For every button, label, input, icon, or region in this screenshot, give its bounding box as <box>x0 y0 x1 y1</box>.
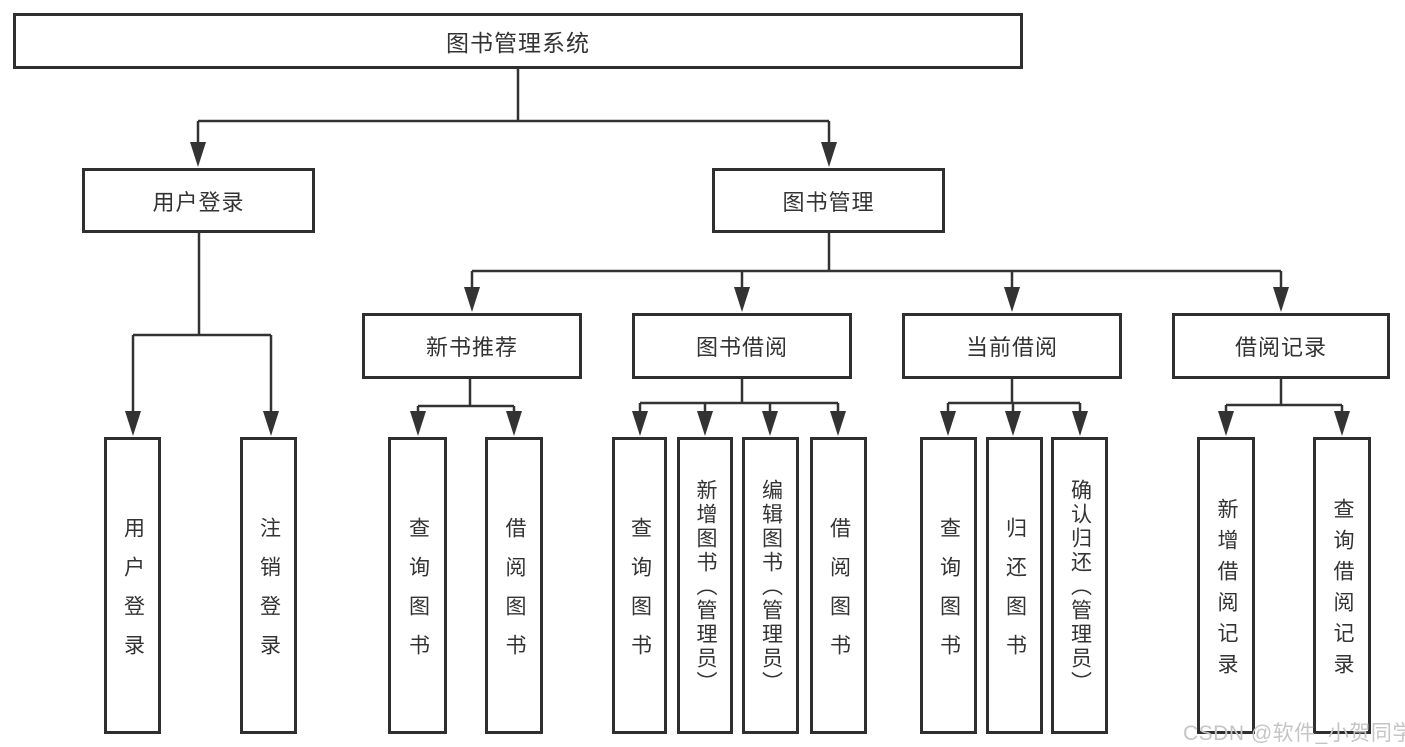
leaf-user-login-label: 用户登录 <box>121 516 145 673</box>
leaf-logout: 注销登录 <box>240 437 297 734</box>
leaf-borrowing-query-books: 查询图书 <box>612 437 667 734</box>
leaf-confirm-return-admin: 确认归还（管理员） <box>1051 437 1108 734</box>
node-book-management: 图书管理 <box>712 168 945 233</box>
leaf-query-borrow-record: 查询借阅记录 <box>1313 437 1371 734</box>
leaf-recommend-borrow-books-label: 借阅图书 <box>503 516 526 673</box>
leaf-borrowing-borrow-books: 借阅图书 <box>810 437 867 734</box>
leaf-user-login: 用户登录 <box>104 437 161 734</box>
leaf-recommend-query-books: 查询图书 <box>388 437 447 734</box>
leaf-add-borrow-record: 新增借阅记录 <box>1197 437 1255 734</box>
leaf-edit-books-admin-label: 编辑图书（管理员） <box>759 479 783 695</box>
leaf-query-borrow-record-label: 查询借阅记录 <box>1331 497 1354 684</box>
leaf-current-query-books-label: 查询图书 <box>937 516 961 673</box>
leaf-edit-books-admin: 编辑图书（管理员） <box>742 437 799 734</box>
leaf-borrowing-query-books-label: 查询图书 <box>628 516 652 673</box>
leaf-confirm-return-admin-label: 确认归还（管理员） <box>1068 479 1092 695</box>
leaf-recommend-query-books-label: 查询图书 <box>406 516 430 673</box>
arrowhead-icons <box>125 142 1350 436</box>
leaf-add-books-admin: 新增图书（管理员） <box>677 437 733 734</box>
node-user-login: 用户登录 <box>82 168 315 233</box>
leaf-recommend-borrow-books: 借阅图书 <box>485 437 543 734</box>
node-current-borrowing: 当前借阅 <box>902 313 1122 379</box>
leaf-add-books-admin-label: 新增图书（管理员） <box>694 479 717 695</box>
node-book-borrowing: 图书借阅 <box>632 313 852 379</box>
leaf-logout-label: 注销登录 <box>257 516 281 673</box>
csdn-watermark: CSDN @软件_小贺同学 <box>1183 722 1405 745</box>
leaf-return-books-label: 归还图书 <box>1003 516 1027 673</box>
leaf-borrowing-borrow-books-label: 借阅图书 <box>827 516 851 673</box>
node-borrowing-records: 借阅记录 <box>1172 313 1390 379</box>
leaf-return-books: 归还图书 <box>986 437 1043 734</box>
node-root-library-management-system: 图书管理系统 <box>13 13 1023 69</box>
leaf-current-query-books: 查询图书 <box>920 437 977 734</box>
node-new-book-recommend: 新书推荐 <box>362 313 582 379</box>
leaf-add-borrow-record-label: 新增借阅记录 <box>1215 497 1238 684</box>
